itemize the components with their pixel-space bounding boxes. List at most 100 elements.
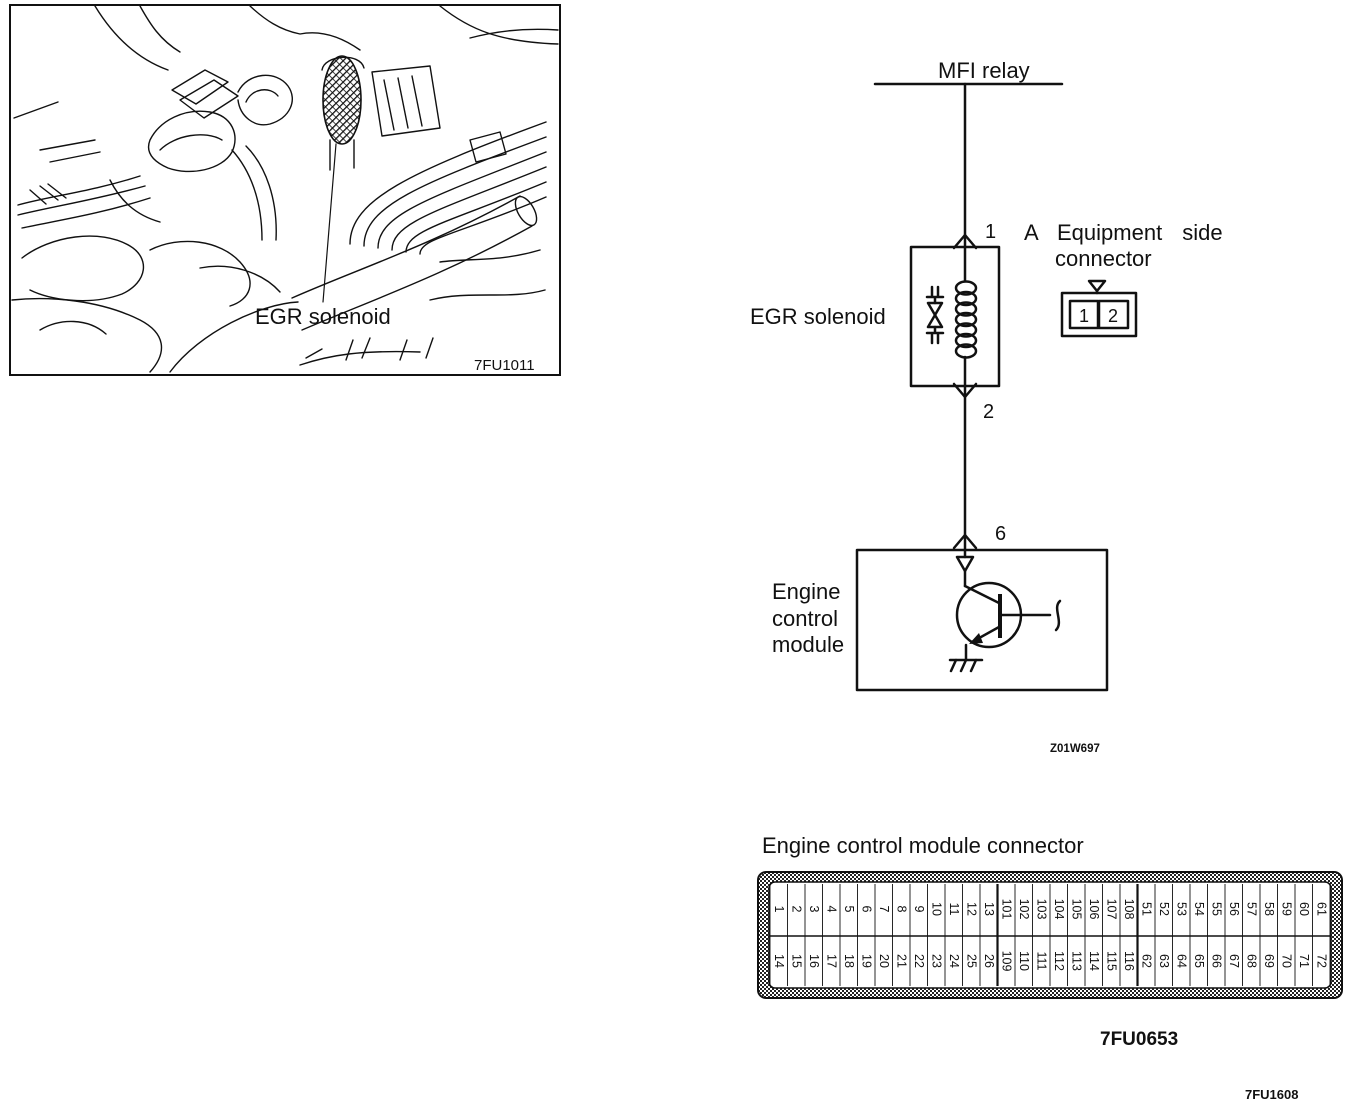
- cavity-number: 26: [982, 954, 996, 968]
- cavity-number: 109: [999, 951, 1013, 972]
- large-hose: [301, 225, 533, 331]
- cavity-number: 10: [929, 902, 943, 916]
- cavity-number: 65: [1192, 954, 1206, 968]
- cavity-number: 56: [1227, 902, 1241, 916]
- cavity-number: 70: [1279, 954, 1293, 968]
- ecm-label-line-3: module: [772, 632, 844, 657]
- cavity-number: 57: [1244, 902, 1258, 916]
- cavity-number: 7: [877, 906, 891, 913]
- valve-triangle: [926, 313, 944, 329]
- solenoid-pin-1-label: 1: [985, 221, 996, 243]
- body-panel-line: [139, 5, 181, 53]
- wire-harness: [17, 175, 141, 206]
- cavity-number: 71: [1297, 954, 1311, 968]
- ground-symbol: [948, 658, 984, 673]
- wire-harness: [29, 183, 67, 205]
- cavity-number: 101: [999, 899, 1013, 920]
- cavity-number: 6: [859, 906, 873, 913]
- schematic-figure-code: Z01W697: [1050, 743, 1100, 755]
- cavity-number: 72: [1314, 954, 1328, 968]
- ecm-label-line-1: Engine: [772, 579, 841, 604]
- solenoid-coil: [954, 280, 978, 359]
- cavity-number: 104: [1052, 899, 1066, 920]
- sensor-body: [237, 74, 293, 126]
- engine-bay-line-art: [11, 5, 559, 373]
- egr-solenoid-callout: EGR solenoid: [255, 304, 391, 329]
- vacuum-tube: [363, 136, 547, 247]
- wire-harness: [109, 179, 161, 223]
- cavity-number: 103: [1034, 899, 1048, 920]
- cavity-number: 4: [824, 906, 838, 913]
- cavity-number: 23: [929, 954, 943, 968]
- valve-top-port: [925, 285, 945, 305]
- cavity-number: 115: [1104, 951, 1118, 971]
- connector-a-pin-1: 1: [1079, 306, 1089, 326]
- connector-note-line-2: connector: [1055, 246, 1152, 271]
- solenoid-pin-2-label: 2: [983, 401, 994, 423]
- connector-figure-code: 7FU0653: [1100, 1029, 1178, 1050]
- engine-component: [149, 240, 251, 307]
- tube-clamp: [469, 131, 507, 163]
- connector-a-housing: [1060, 291, 1138, 338]
- ecm-box: [855, 548, 1109, 692]
- cavity-number: 14: [772, 954, 786, 968]
- cavity-number: 8: [894, 906, 908, 913]
- coil-turn: [954, 280, 978, 296]
- engine-component: [39, 320, 107, 335]
- vacuum-tube: [377, 151, 547, 249]
- egr-solenoid-label: EGR solenoid: [750, 304, 886, 329]
- valve-symbol: [925, 285, 945, 345]
- cavity-number: 12: [964, 902, 978, 916]
- cavity-number: 25: [964, 954, 978, 968]
- ecm-label-line-2: control: [772, 606, 838, 631]
- cavity-number: 105: [1069, 899, 1083, 920]
- cavity-number: 55: [1209, 902, 1223, 916]
- cavity-number: 113: [1069, 951, 1083, 971]
- cavity-number: 11: [947, 903, 961, 916]
- sensor-body: [245, 89, 279, 103]
- vacuum-hose: [231, 149, 263, 241]
- harness-connector: [159, 134, 223, 151]
- component-location-illustration: EGR solenoid 7FU1011: [9, 4, 561, 376]
- egr-solenoid-box: [909, 245, 1001, 388]
- cavity-number: 60: [1297, 902, 1311, 916]
- solenoid-bracket: [321, 56, 365, 71]
- coil-turn: [954, 322, 978, 338]
- engine-component: [199, 265, 281, 293]
- vacuum-tube: [349, 121, 547, 245]
- harness-connector: [171, 69, 229, 105]
- sketch-stroke: [425, 337, 434, 359]
- wire-harness: [17, 185, 146, 216]
- cavity-number: 53: [1174, 902, 1188, 916]
- cavity-number: 21: [894, 954, 908, 968]
- callout-leader-line: [322, 143, 337, 303]
- body-panel-line: [249, 5, 361, 51]
- cavity-number: 51: [1139, 902, 1153, 916]
- cavity-number: 22: [912, 954, 926, 968]
- wire-harness: [21, 197, 151, 229]
- coil-turn: [954, 332, 978, 349]
- vacuum-tube: [405, 181, 547, 253]
- connector-a-icon: 1 2: [1060, 279, 1138, 338]
- cavity-number: 112: [1052, 951, 1066, 971]
- vacuum-hose: [245, 145, 277, 241]
- cavity-number: 24: [947, 954, 961, 968]
- ecm-connector-title: Engine control module connector: [762, 833, 1084, 858]
- cavity-number: 20: [877, 954, 891, 968]
- mfi-relay-label: MFI relay: [938, 58, 1030, 83]
- large-hose: [291, 195, 521, 299]
- engine-component: [169, 301, 299, 373]
- connector-letter: A: [1024, 220, 1039, 245]
- large-hose-end: [514, 195, 538, 227]
- pin6-connector-mark: [952, 533, 978, 550]
- body-panel-line: [469, 28, 559, 39]
- cavity-number: 108: [1122, 899, 1136, 920]
- cavity-number: 58: [1262, 902, 1276, 916]
- vacuum-tube: [419, 196, 547, 255]
- ecm-pin-6-label: 6: [995, 523, 1006, 545]
- coil-turn: [954, 301, 978, 317]
- body-panel-line: [13, 101, 59, 119]
